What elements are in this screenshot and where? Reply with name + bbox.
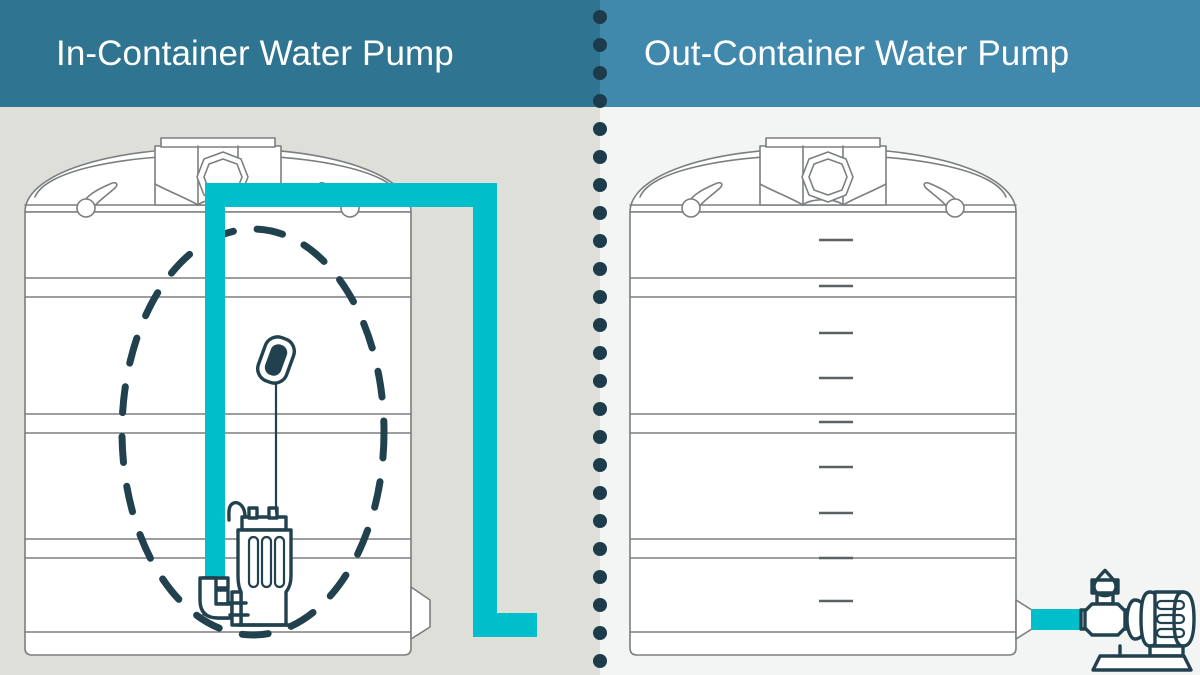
divider-dot: [593, 150, 607, 164]
divider-dot: [593, 94, 607, 108]
divider-dot: [593, 206, 607, 220]
divider-dot: [593, 122, 607, 136]
divider-dot: [593, 654, 607, 668]
divider-dot: [593, 458, 607, 472]
divider-dot: [593, 626, 607, 640]
divider-dot: [593, 598, 607, 612]
divider-dot: [593, 234, 607, 248]
divider-dot: [593, 514, 607, 528]
divider-dot: [593, 290, 607, 304]
divider-dot: [593, 262, 607, 276]
left-panel-title: In-Container Water Pump: [56, 34, 454, 73]
panel-divider: [593, 0, 607, 675]
divider-dot: [593, 430, 607, 444]
divider-dot: [593, 374, 607, 388]
divider-dot: [593, 38, 607, 52]
divider-dot: [593, 318, 607, 332]
divider-dot: [593, 486, 607, 500]
right-panel-header: Out-Container Water Pump: [600, 0, 1200, 107]
divider-dot: [593, 346, 607, 360]
divider-dot: [593, 178, 607, 192]
right-panel-title: Out-Container Water Pump: [644, 34, 1070, 73]
divider-dot: [593, 402, 607, 416]
divider-dot: [593, 66, 607, 80]
divider-dot: [593, 10, 607, 24]
divider-dot: [593, 542, 607, 556]
divider-dot: [593, 570, 607, 584]
left-panel-header: In-Container Water Pump: [0, 0, 600, 107]
